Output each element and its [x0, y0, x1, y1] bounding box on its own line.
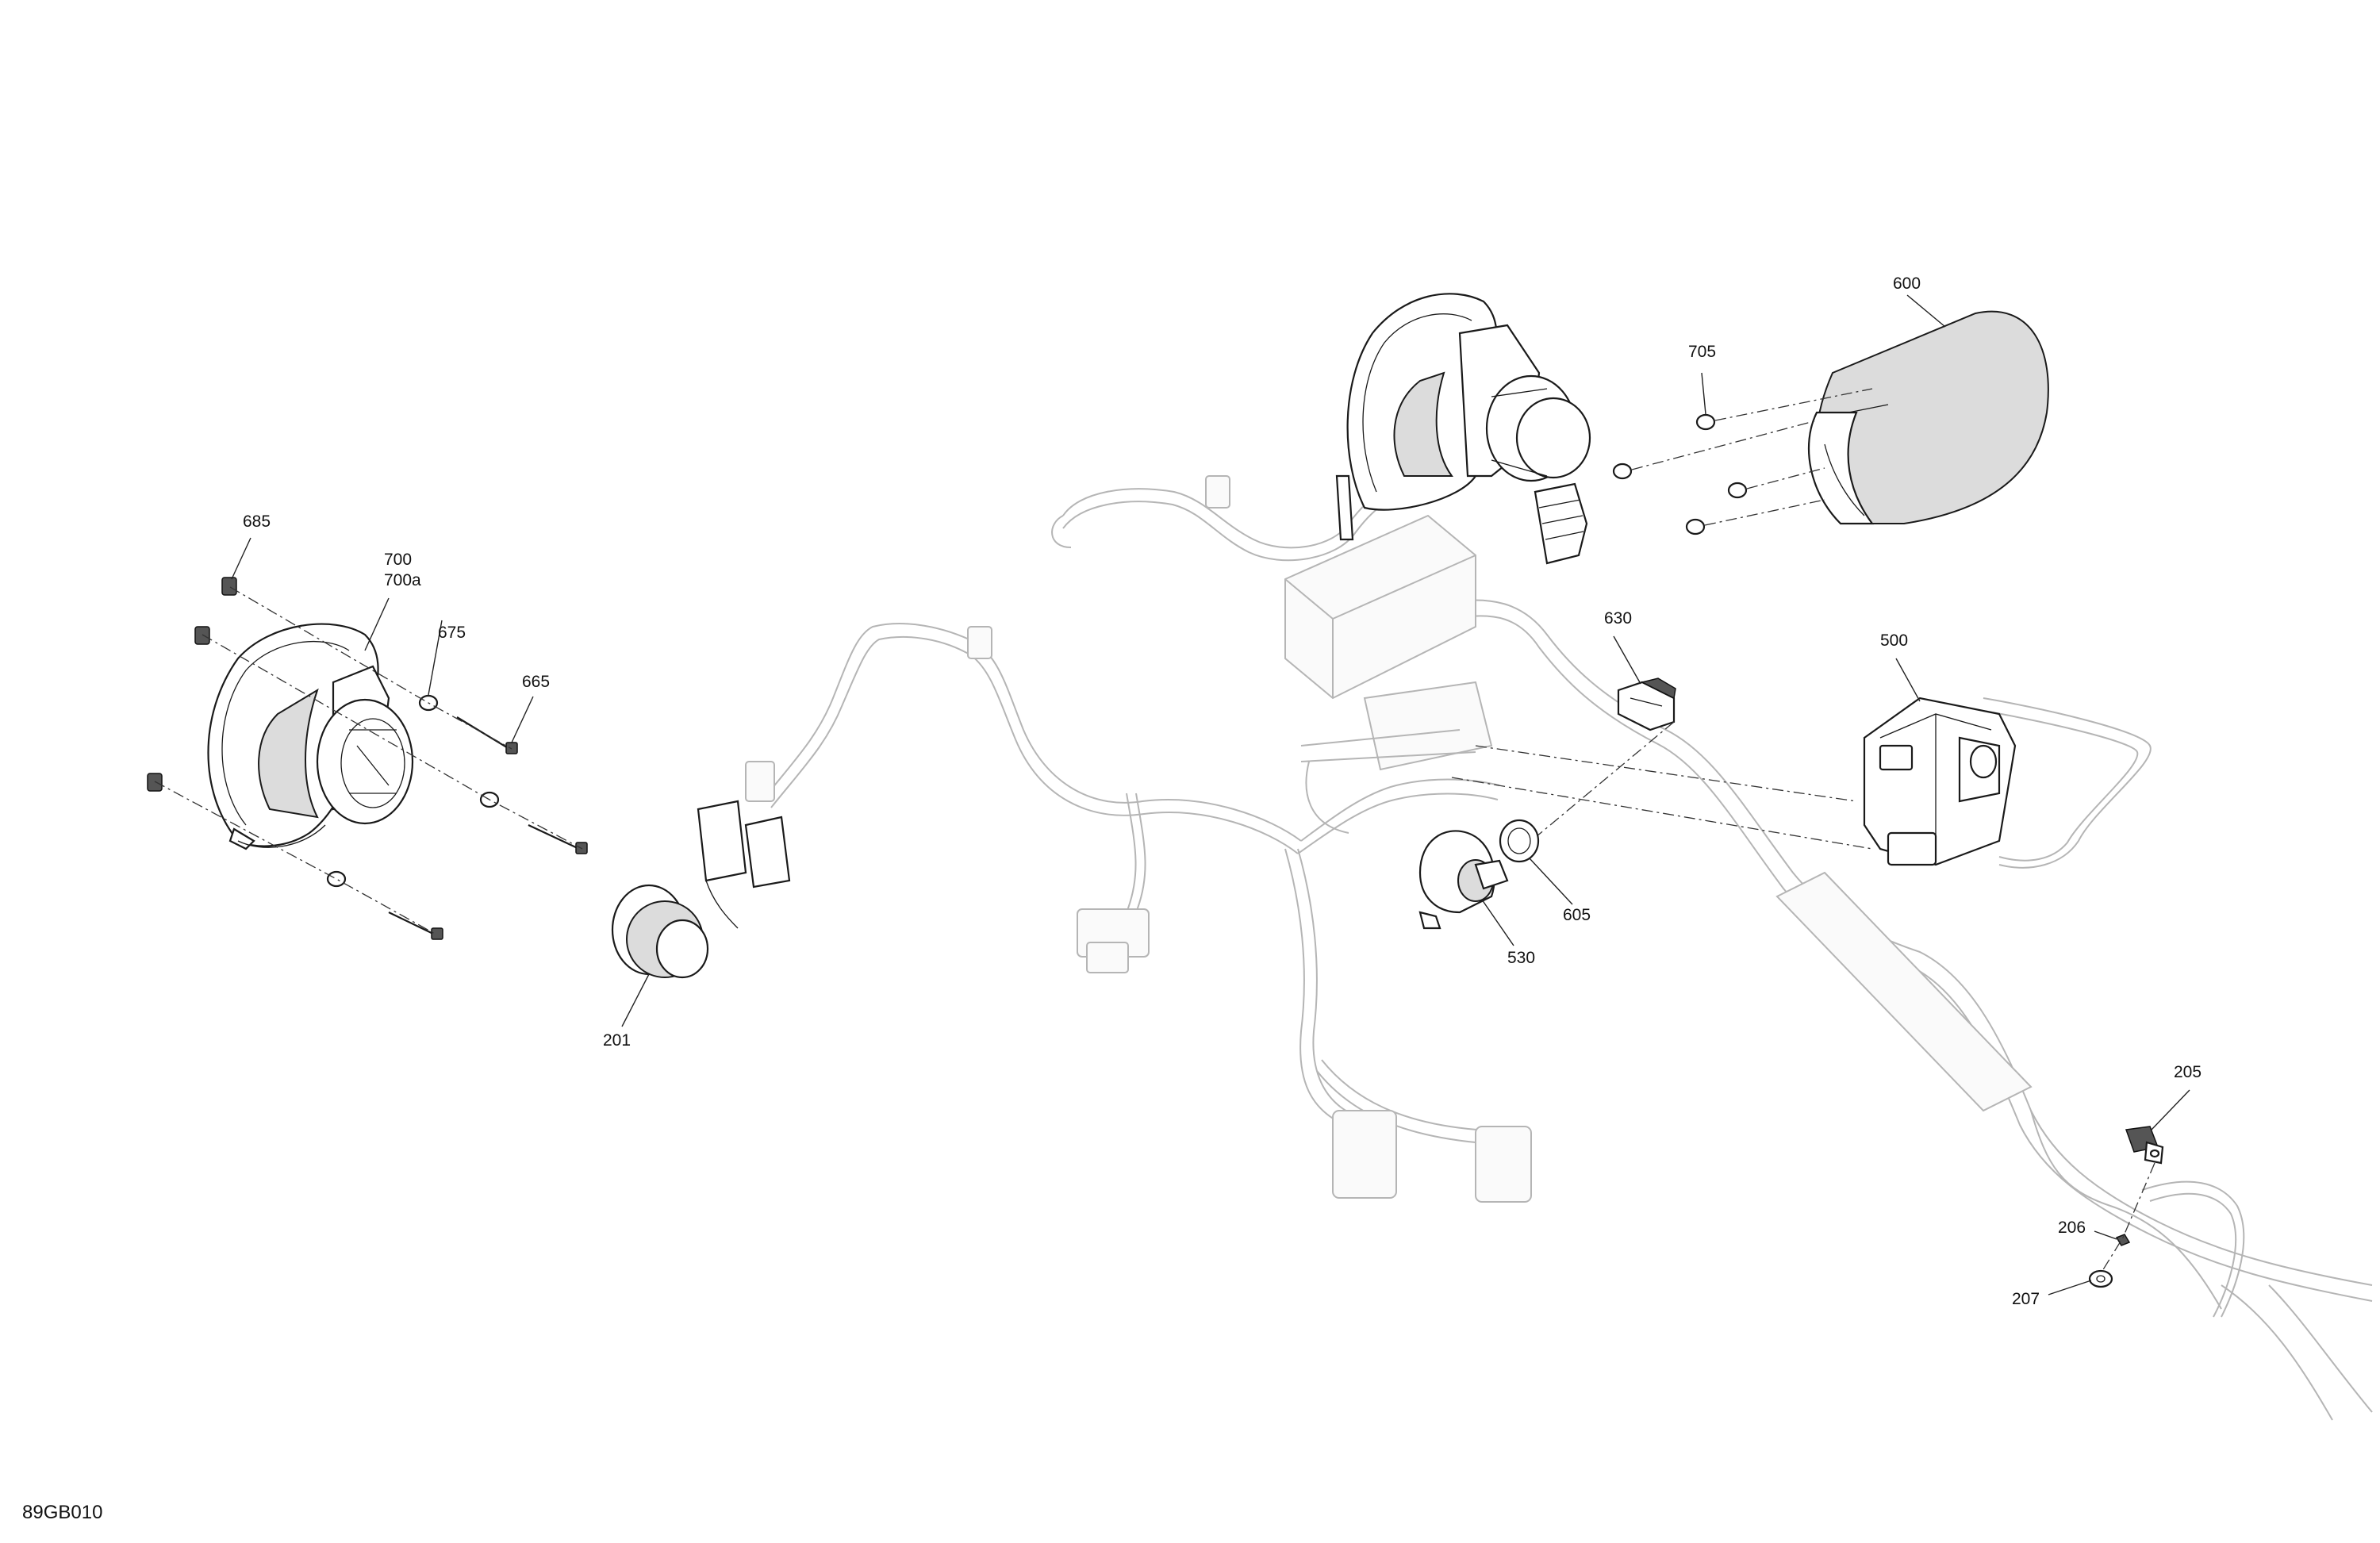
callout-206: 206 [2058, 1219, 2086, 1237]
leader-lines [231, 294, 2190, 1295]
switch-500 [1863, 697, 2017, 866]
spring-685 [147, 577, 237, 792]
callout-630: 630 [1604, 609, 1632, 628]
headlight-upper [1335, 293, 1591, 565]
callout-665: 665 [522, 673, 550, 691]
callout-700: 700 [384, 551, 412, 569]
callout-700a: 700a [384, 571, 421, 589]
screw-665 [388, 716, 588, 940]
callout-705: 705 [1688, 343, 1716, 361]
ring-605 [1499, 819, 1540, 863]
callout-600: 600 [1893, 274, 1921, 293]
callout-500: 500 [1880, 631, 1908, 650]
callout-207: 207 [2012, 1290, 2040, 1308]
cover-600 [1807, 310, 2049, 525]
screw-705 [1612, 413, 1748, 535]
callout-530: 530 [1507, 949, 1535, 967]
callout-605: 605 [1563, 906, 1591, 924]
wiring-harness [745, 475, 2373, 1421]
bulb-201 [611, 800, 791, 979]
callout-201: 201 [603, 1031, 631, 1050]
clip-205 [2125, 1126, 2164, 1165]
washer-207 [2088, 1269, 2113, 1288]
headlight-700 [207, 623, 414, 850]
callout-685: 685 [243, 512, 271, 531]
socket-630 [1617, 677, 1676, 731]
callout-205: 205 [2174, 1063, 2202, 1081]
bulb-530 [1418, 830, 1509, 930]
callout-675: 675 [438, 624, 466, 642]
diagram-code: 89GB010 [22, 1502, 102, 1523]
